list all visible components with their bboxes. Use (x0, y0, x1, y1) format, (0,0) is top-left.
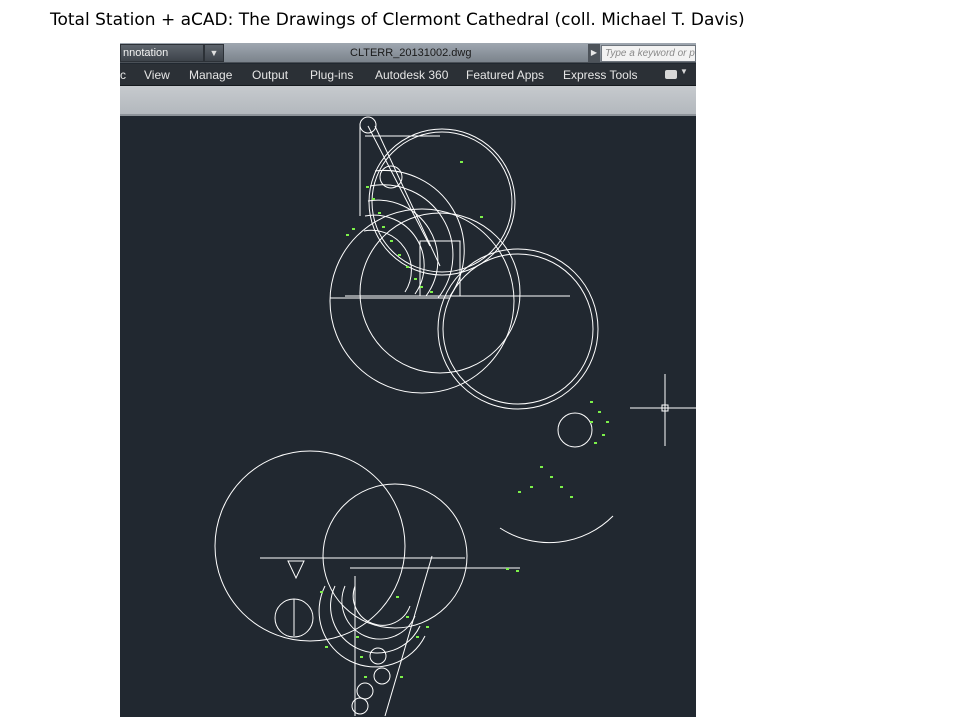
cad-line (367, 125, 431, 247)
cad-circle (359, 212, 521, 374)
cad-circle (437, 248, 599, 410)
cad-triangle (287, 560, 305, 580)
tab-manage[interactable]: Manage (189, 68, 233, 82)
cad-circle (379, 165, 403, 189)
cad-arc (374, 169, 465, 297)
tab-featured-apps[interactable]: Featured Apps (466, 68, 545, 82)
cad-rect (419, 240, 461, 297)
cad-circle (322, 483, 468, 629)
chevron-right-icon[interactable]: ▶ (588, 44, 600, 62)
cad-arc (341, 585, 416, 640)
cad-circle (369, 647, 387, 665)
cad-circle (351, 697, 369, 715)
tab-autodesk-360[interactable]: Autodesk 360 (375, 68, 449, 82)
tab-plug-ins[interactable]: Plug-ins (310, 68, 354, 82)
cad-circle (359, 116, 377, 134)
workspace-select[interactable]: nnotation (120, 44, 204, 62)
cad-circle (557, 412, 593, 448)
chevron-down-icon[interactable]: ▼ (204, 44, 224, 62)
cad-line (374, 125, 441, 267)
crosshair-cursor-icon (661, 404, 669, 412)
cad-circle (371, 131, 513, 273)
cad-arc (369, 184, 454, 299)
cad-arc (364, 214, 425, 295)
cad-circle (329, 208, 515, 394)
cad-arc (352, 585, 411, 626)
drawing-canvas[interactable] (120, 116, 696, 717)
cad-circle (368, 128, 516, 276)
ribbon-panel (120, 86, 696, 116)
autocad-window: nnotation ▼ CLTERR_20131002.dwg ▶ Type a… (120, 43, 696, 717)
cad-arc (499, 515, 614, 544)
chevron-down-icon[interactable]: ▼ (680, 67, 688, 76)
tab-express-tools[interactable]: Express Tools (563, 68, 638, 82)
search-input[interactable]: Type a keyword or p (601, 45, 696, 62)
cad-drawing (214, 116, 696, 717)
tab-output[interactable]: Output (252, 68, 289, 82)
cad-arc (318, 585, 426, 668)
ribbon-tab-bar: c View Manage Output Plug-ins Autodesk 3… (120, 64, 696, 86)
cad-line (384, 555, 433, 717)
cad-arc (330, 585, 421, 654)
cad-arc (367, 199, 439, 297)
tab-view[interactable]: View (144, 68, 170, 82)
cad-circle (373, 667, 391, 685)
cad-circle (442, 253, 594, 405)
cad-circle (356, 682, 374, 700)
ribbon-toggle-icon[interactable] (665, 70, 677, 79)
title-bar: nnotation ▼ CLTERR_20131002.dwg ▶ Type a… (120, 43, 696, 63)
tab-partial[interactable]: c (120, 68, 126, 82)
drawing-file-name: CLTERR_20131002.dwg (350, 47, 472, 59)
cad-arc (363, 229, 412, 293)
slide-title: Total Station + aCAD: The Drawings of Cl… (50, 10, 745, 30)
cad-circle (214, 450, 406, 642)
